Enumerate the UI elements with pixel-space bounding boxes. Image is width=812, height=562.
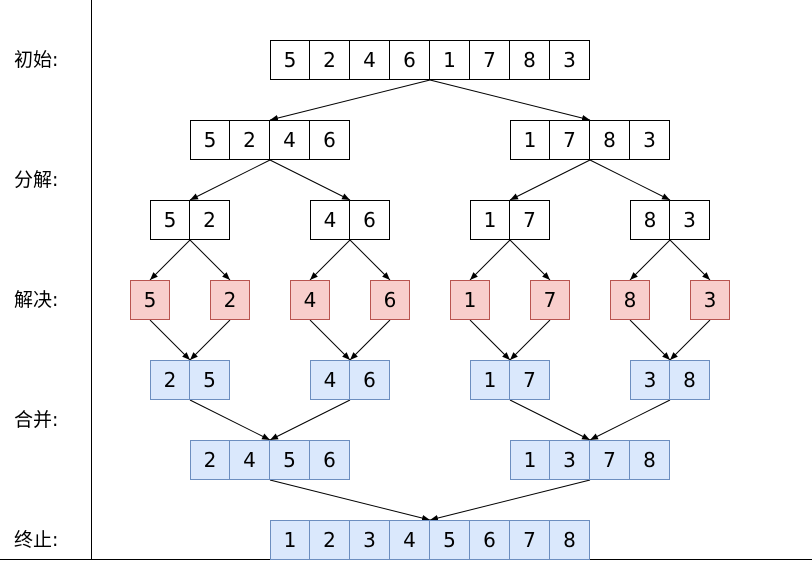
pair-2-cell: 6: [350, 200, 390, 240]
initial-cell: 4: [350, 40, 390, 80]
stage-label-end: 终止:: [14, 529, 59, 551]
merged-pair-3-cell: 7: [510, 360, 550, 400]
initial-cell: 1: [430, 40, 470, 80]
leaf-cell: 1: [450, 280, 490, 320]
pair-2-cell: 4: [310, 200, 350, 240]
arrow: [189, 399, 271, 441]
leaf-cell: 3: [690, 280, 730, 320]
arrow: [629, 319, 671, 361]
merged-pair-1-cell: 5: [190, 360, 230, 400]
arrow: [189, 159, 271, 201]
final-cell: 4: [390, 520, 430, 560]
merged-right-cell: 1: [510, 440, 550, 480]
arrow: [429, 479, 591, 522]
split-left-cell: 6: [310, 120, 350, 160]
stage-label-solve: 解决:: [14, 289, 59, 311]
arrow: [469, 239, 511, 281]
leaf-cell: 4: [290, 280, 330, 320]
merged-left-cell: 5: [270, 440, 310, 480]
arrow: [669, 319, 711, 361]
leaf-cell: 5: [130, 280, 170, 320]
arrow: [149, 239, 191, 281]
final-cell: 5: [430, 520, 470, 560]
initial-cell: 7: [470, 40, 510, 80]
pair-1-cell: 5: [150, 200, 190, 240]
divider-vertical: [91, 0, 92, 560]
leaf-cell: 2: [210, 280, 250, 320]
leaf-cell: 8: [610, 280, 650, 320]
arrow: [509, 159, 591, 201]
final-cell: 1: [270, 520, 310, 560]
arrow: [189, 319, 231, 361]
final-cell: 2: [310, 520, 350, 560]
split-left-cell: 5: [190, 120, 230, 160]
split-left-cell: 2: [230, 120, 270, 160]
stage-label-merge: 合并:: [14, 409, 59, 431]
arrow: [589, 159, 671, 201]
split-right-cell: 7: [550, 120, 590, 160]
merged-left-cell: 4: [230, 440, 270, 480]
split-left-cell: 4: [270, 120, 310, 160]
pair-1-cell: 2: [190, 200, 230, 240]
stage-label-init: 初始:: [14, 49, 59, 71]
final-cell: 3: [350, 520, 390, 560]
pair-4-cell: 3: [670, 200, 710, 240]
split-right-cell: 8: [590, 120, 630, 160]
final-cell: 7: [510, 520, 550, 560]
arrow: [629, 239, 671, 281]
merged-left-cell: 6: [310, 440, 350, 480]
arrow: [349, 319, 391, 361]
initial-cell: 3: [550, 40, 590, 80]
merged-pair-4-cell: 8: [670, 360, 710, 400]
merged-left-cell: 2: [190, 440, 230, 480]
stage-label-divide: 分解:: [14, 169, 59, 191]
pair-3-cell: 7: [510, 200, 550, 240]
initial-cell: 2: [310, 40, 350, 80]
arrow: [429, 79, 591, 122]
merged-right-cell: 3: [550, 440, 590, 480]
final-cell: 6: [470, 520, 510, 560]
arrow: [269, 479, 431, 522]
arrow: [509, 239, 551, 281]
split-right-cell: 1: [510, 120, 550, 160]
merged-pair-3-cell: 1: [470, 360, 510, 400]
initial-cell: 6: [390, 40, 430, 80]
initial-cell: 8: [510, 40, 550, 80]
pair-4-cell: 8: [630, 200, 670, 240]
arrow: [269, 79, 431, 122]
arrow: [349, 239, 391, 281]
initial-cell: 5: [270, 40, 310, 80]
merged-pair-4-cell: 3: [630, 360, 670, 400]
arrow: [309, 319, 351, 361]
arrow: [589, 399, 671, 441]
arrow: [469, 319, 511, 361]
arrow: [269, 159, 351, 201]
merged-pair-2-cell: 6: [350, 360, 390, 400]
arrow: [189, 239, 231, 281]
arrow: [269, 399, 351, 441]
split-right-cell: 3: [630, 120, 670, 160]
arrow: [509, 399, 591, 441]
leaf-cell: 6: [370, 280, 410, 320]
arrow: [509, 319, 551, 361]
arrow: [669, 239, 711, 281]
merged-right-cell: 7: [590, 440, 630, 480]
leaf-cell: 7: [530, 280, 570, 320]
arrow: [149, 319, 191, 361]
arrow: [309, 239, 351, 281]
pair-3-cell: 1: [470, 200, 510, 240]
merged-pair-2-cell: 4: [310, 360, 350, 400]
merged-right-cell: 8: [630, 440, 670, 480]
final-cell: 8: [550, 520, 590, 560]
merged-pair-1-cell: 2: [150, 360, 190, 400]
